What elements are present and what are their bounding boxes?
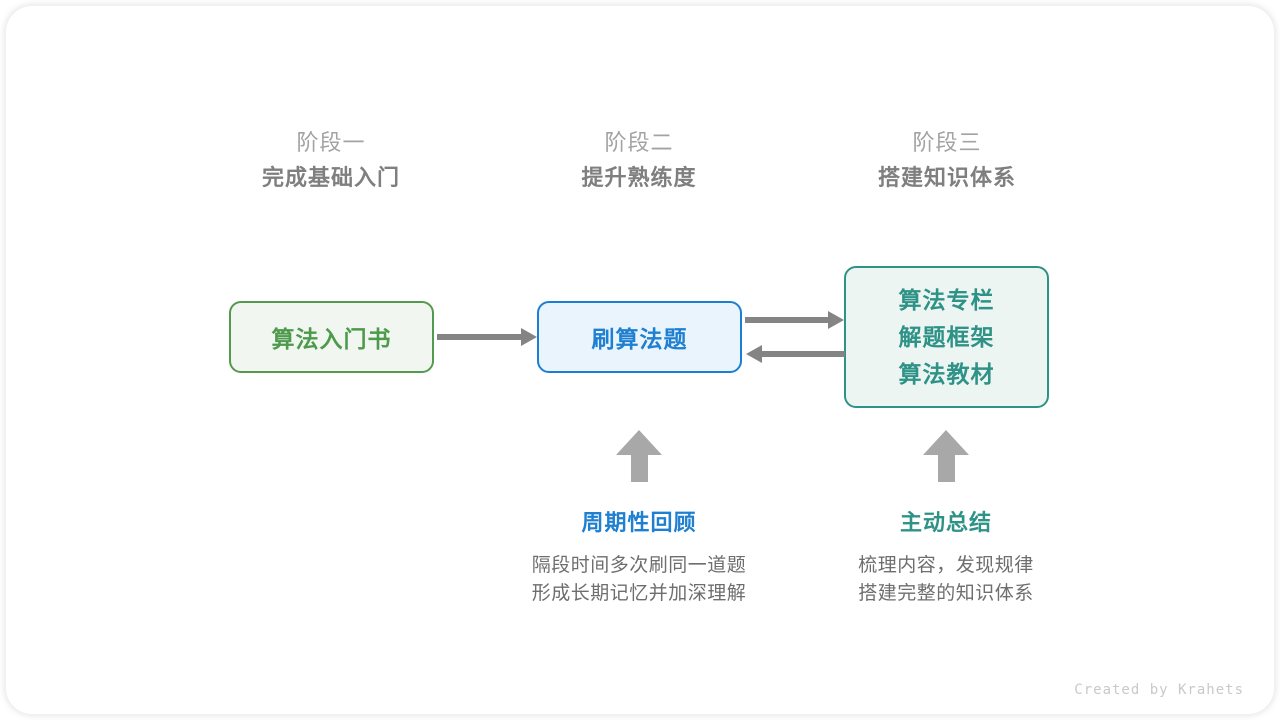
node-knowledge-sources[interactable]: 算法专栏 解题框架 算法教材 [844, 266, 1049, 408]
stage-header-3: 阶段三 搭建知识体系 [817, 126, 1077, 196]
stage-header-1: 阶段一 完成基础入门 [201, 126, 461, 196]
annotation-active-summary: 主动总结 梳理内容，发现规律 搭建完整的知识体系 [796, 506, 1096, 608]
up-arrow-summary-head [923, 430, 969, 455]
node-practice-problems[interactable]: 刷算法题 [537, 301, 742, 373]
stage-2-title: 提升熟练度 [581, 165, 697, 190]
node-knowledge-line-3: 算法教材 [898, 360, 995, 387]
annotation-active-summary-title: 主动总结 [899, 510, 992, 535]
node-knowledge-line-1: 算法专栏 [898, 286, 995, 313]
node-knowledge-line-2: 解题框架 [898, 323, 995, 350]
up-arrow-review [616, 430, 662, 482]
stage-header-2: 阶段二 提升熟练度 [509, 126, 769, 196]
annotation-periodic-review-line-1: 隔段时间多次刷同一道题 [531, 555, 747, 576]
annotation-periodic-review-body: 隔段时间多次刷同一道题 形成长期记忆并加深理解 [489, 552, 789, 608]
stage-1-title: 完成基础入门 [261, 165, 400, 190]
node-algorithm-book-label: 算法入门书 [271, 326, 392, 352]
annotation-periodic-review-title: 周期性回顾 [581, 510, 697, 535]
stage-1-subtitle: 阶段一 [296, 130, 366, 155]
annotation-active-summary-body: 梳理内容，发现规律 搭建完整的知识体系 [796, 552, 1096, 608]
up-arrow-summary [923, 430, 969, 482]
annotation-active-summary-line-1: 梳理内容，发现规律 [858, 555, 1034, 576]
up-arrow-review-shaft [631, 452, 648, 482]
stage-3-title: 搭建知识体系 [877, 165, 1016, 190]
annotation-periodic-review-line-2: 形成长期记忆并加深理解 [531, 583, 747, 604]
annotation-periodic-review: 周期性回顾 隔段时间多次刷同一道题 形成长期记忆并加深理解 [489, 506, 789, 608]
arrow-practice-to-knowledge [745, 311, 844, 329]
stage-3-subtitle: 阶段三 [912, 130, 982, 155]
up-arrow-review-head [616, 430, 662, 455]
arrow-book-to-practice [437, 328, 537, 346]
annotation-active-summary-line-2: 搭建完整的知识体系 [858, 583, 1034, 604]
stage-2-subtitle: 阶段二 [604, 130, 674, 155]
node-algorithm-book[interactable]: 算法入门书 [229, 301, 434, 373]
up-arrow-summary-shaft [938, 452, 955, 482]
node-practice-problems-label: 刷算法题 [591, 326, 688, 352]
footer-credit: Created by Krahets [1074, 682, 1244, 698]
arrow-knowledge-to-practice [746, 345, 845, 363]
